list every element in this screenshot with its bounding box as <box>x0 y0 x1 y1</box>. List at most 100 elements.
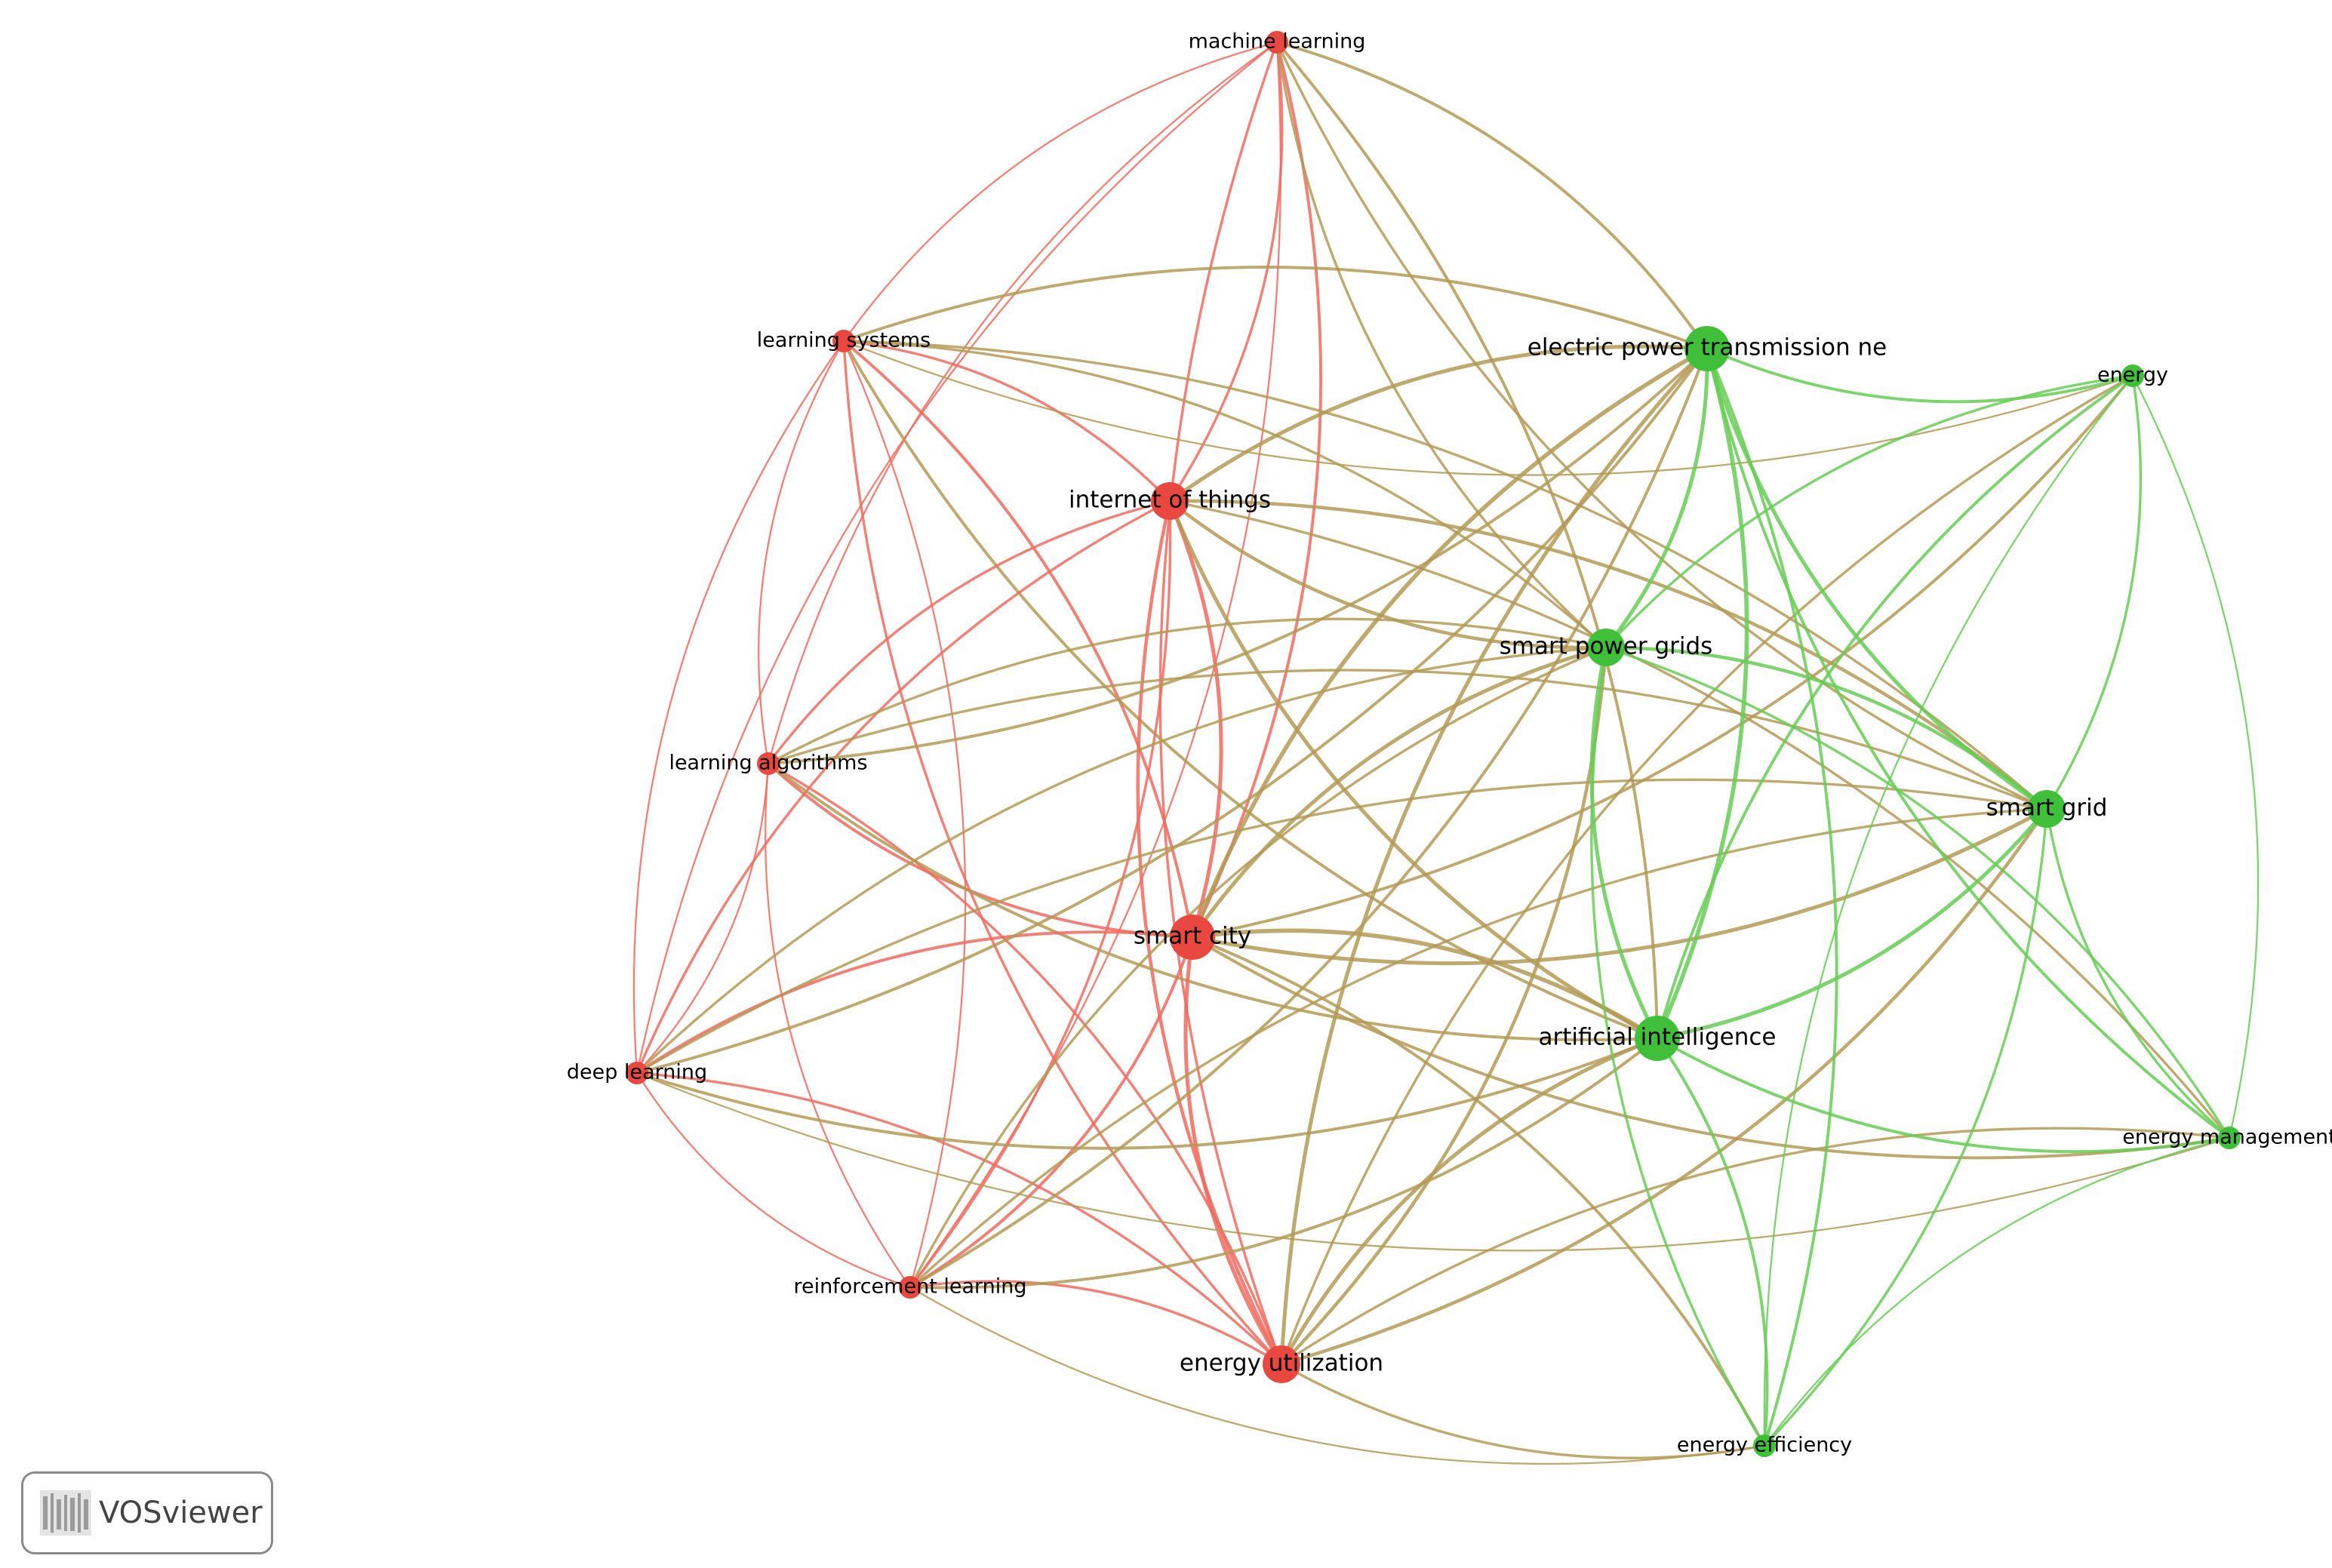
edge-em-ee <box>1764 1136 2230 1447</box>
edge-sc-ee <box>1192 936 1766 1447</box>
node-spg[interactable] <box>1587 629 1625 666</box>
edge-ml-iot <box>1168 42 1284 502</box>
edge-sc-sg <box>1192 807 2048 966</box>
edge-iot-la <box>767 500 1171 765</box>
edge-iot-sc <box>1168 500 1223 938</box>
node-label-la[interactable]: learning algorithms <box>669 752 867 775</box>
node-ee[interactable] <box>1753 1434 1776 1457</box>
node-label-rl[interactable]: reinforcement learning <box>793 1275 1026 1299</box>
edge-sc-ai <box>1192 928 1659 1041</box>
edge-sg-ai <box>1657 807 2048 1041</box>
edge-eu-ee <box>1281 1363 1765 1459</box>
edge-eu-em <box>1281 1127 2230 1366</box>
edge-ls-sg <box>843 340 2048 810</box>
node-label-dl[interactable]: deep learning <box>567 1061 707 1084</box>
edge-spg-em <box>1605 646 2231 1139</box>
edge-la-ep <box>768 347 1709 765</box>
node-sc[interactable] <box>1170 915 1215 960</box>
node-iot[interactable] <box>1151 482 1189 520</box>
edge-iot-dl <box>635 500 1171 1074</box>
edge-rl-eu <box>909 1280 1282 1366</box>
node-label-en[interactable]: energy <box>2097 364 2168 387</box>
edge-ls-iot <box>843 340 1171 503</box>
node-label-ml[interactable]: machine learning <box>1189 30 1366 54</box>
node-sg[interactable] <box>2028 790 2066 828</box>
network-edges <box>632 41 2260 1465</box>
node-label-ls[interactable]: learning systems <box>757 329 931 352</box>
edge-en-sg <box>2045 375 2143 810</box>
edge-iot-ai <box>1168 500 1659 1041</box>
node-label-iot[interactable]: internet of things <box>1069 487 1271 514</box>
node-eu[interactable] <box>1263 1345 1300 1383</box>
node-label-eu[interactable]: energy utilization <box>1180 1350 1383 1377</box>
edge-rl-ee <box>909 1287 1765 1465</box>
edge-iot-em <box>1169 500 2231 1139</box>
edge-sc-dl <box>635 930 1193 1075</box>
edge-ai-ee <box>1656 1037 1769 1447</box>
edge-eu-spg <box>1280 647 1608 1366</box>
node-ml[interactable] <box>1266 31 1288 54</box>
network-nodes <box>626 31 2241 1457</box>
edge-ml-ep <box>1276 41 1709 350</box>
node-en[interactable] <box>2121 364 2144 387</box>
edge-dl-ai <box>636 1037 1658 1150</box>
node-label-ai[interactable]: artificial intelligence <box>1539 1024 1777 1051</box>
edge-sc-eu <box>1183 936 1284 1366</box>
edge-sc-spg <box>1190 645 1607 939</box>
node-ai[interactable] <box>1635 1016 1680 1061</box>
edge-ep-ai <box>1655 348 1749 1040</box>
edge-la-dl <box>636 763 770 1074</box>
edge-dl-spg <box>635 646 1607 1075</box>
node-rl[interactable] <box>899 1276 921 1299</box>
node-ls[interactable] <box>832 330 855 352</box>
edge-sc-rl <box>909 936 1194 1289</box>
node-label-ep[interactable]: electric power transmission ne <box>1527 334 1887 361</box>
edge-rl-ai <box>909 1037 1659 1290</box>
edge-eu-sg <box>1281 807 2048 1367</box>
edge-sc-ep <box>1190 346 1709 939</box>
node-label-ee[interactable]: energy efficiency <box>1677 1434 1852 1457</box>
edge-ml-rl <box>909 42 1282 1288</box>
edge-la-rl <box>765 763 911 1288</box>
edge-ls-spg <box>843 340 1607 649</box>
node-label-sc[interactable]: smart city <box>1134 923 1251 950</box>
edge-iot-spg <box>1168 500 1607 650</box>
node-em[interactable] <box>2218 1127 2241 1149</box>
edge-ls-la <box>758 340 845 764</box>
edge-ls-dl <box>632 340 845 1074</box>
edge-rl-ep <box>909 348 1709 1289</box>
edge-spg-ee <box>1590 647 1766 1447</box>
edge-en-em <box>2131 375 2260 1139</box>
edge-ep-sg <box>1705 348 2048 811</box>
edge-spg-ai <box>1589 647 1660 1040</box>
vosviewer-logo-icon <box>40 1490 91 1536</box>
edge-en-ee <box>1763 375 2134 1447</box>
node-ep[interactable] <box>1684 326 1730 371</box>
edge-eu-ep <box>1279 347 1709 1365</box>
edge-la-spg <box>768 617 1607 765</box>
node-label-sg[interactable]: smart grid <box>1986 795 2108 822</box>
edge-iot-sg <box>1169 499 2048 810</box>
node-label-spg[interactable]: smart power grids <box>1500 633 1713 660</box>
edge-en-ai <box>1656 374 2134 1039</box>
edge-spg-sg <box>1605 645 2048 810</box>
edge-ls-en <box>843 340 2134 476</box>
node-dl[interactable] <box>626 1062 648 1084</box>
edge-eu-en <box>1280 374 2134 1365</box>
edge-sc-em <box>1191 936 2230 1160</box>
edge-ep-spg <box>1604 348 1709 649</box>
node-la[interactable] <box>757 752 780 775</box>
node-label-em[interactable]: energy management <box>2122 1126 2332 1149</box>
edge-rl-spg <box>909 646 1607 1288</box>
edge-ls-sc <box>842 340 1194 938</box>
edge-ep-ee <box>1706 348 1838 1447</box>
edge-ml-ls <box>843 41 1278 342</box>
edge-ml-dl <box>635 42 1278 1074</box>
edge-ml-sg <box>1275 42 2047 810</box>
network-labels: machine learning learning systems internet… <box>567 30 2332 1457</box>
edge-iot-ep <box>1168 344 1708 503</box>
vosviewer-badge[interactable]: VOSviewer <box>21 1471 273 1554</box>
edge-dl-rl <box>636 1072 911 1289</box>
edge-sg-ee <box>1763 808 2048 1447</box>
